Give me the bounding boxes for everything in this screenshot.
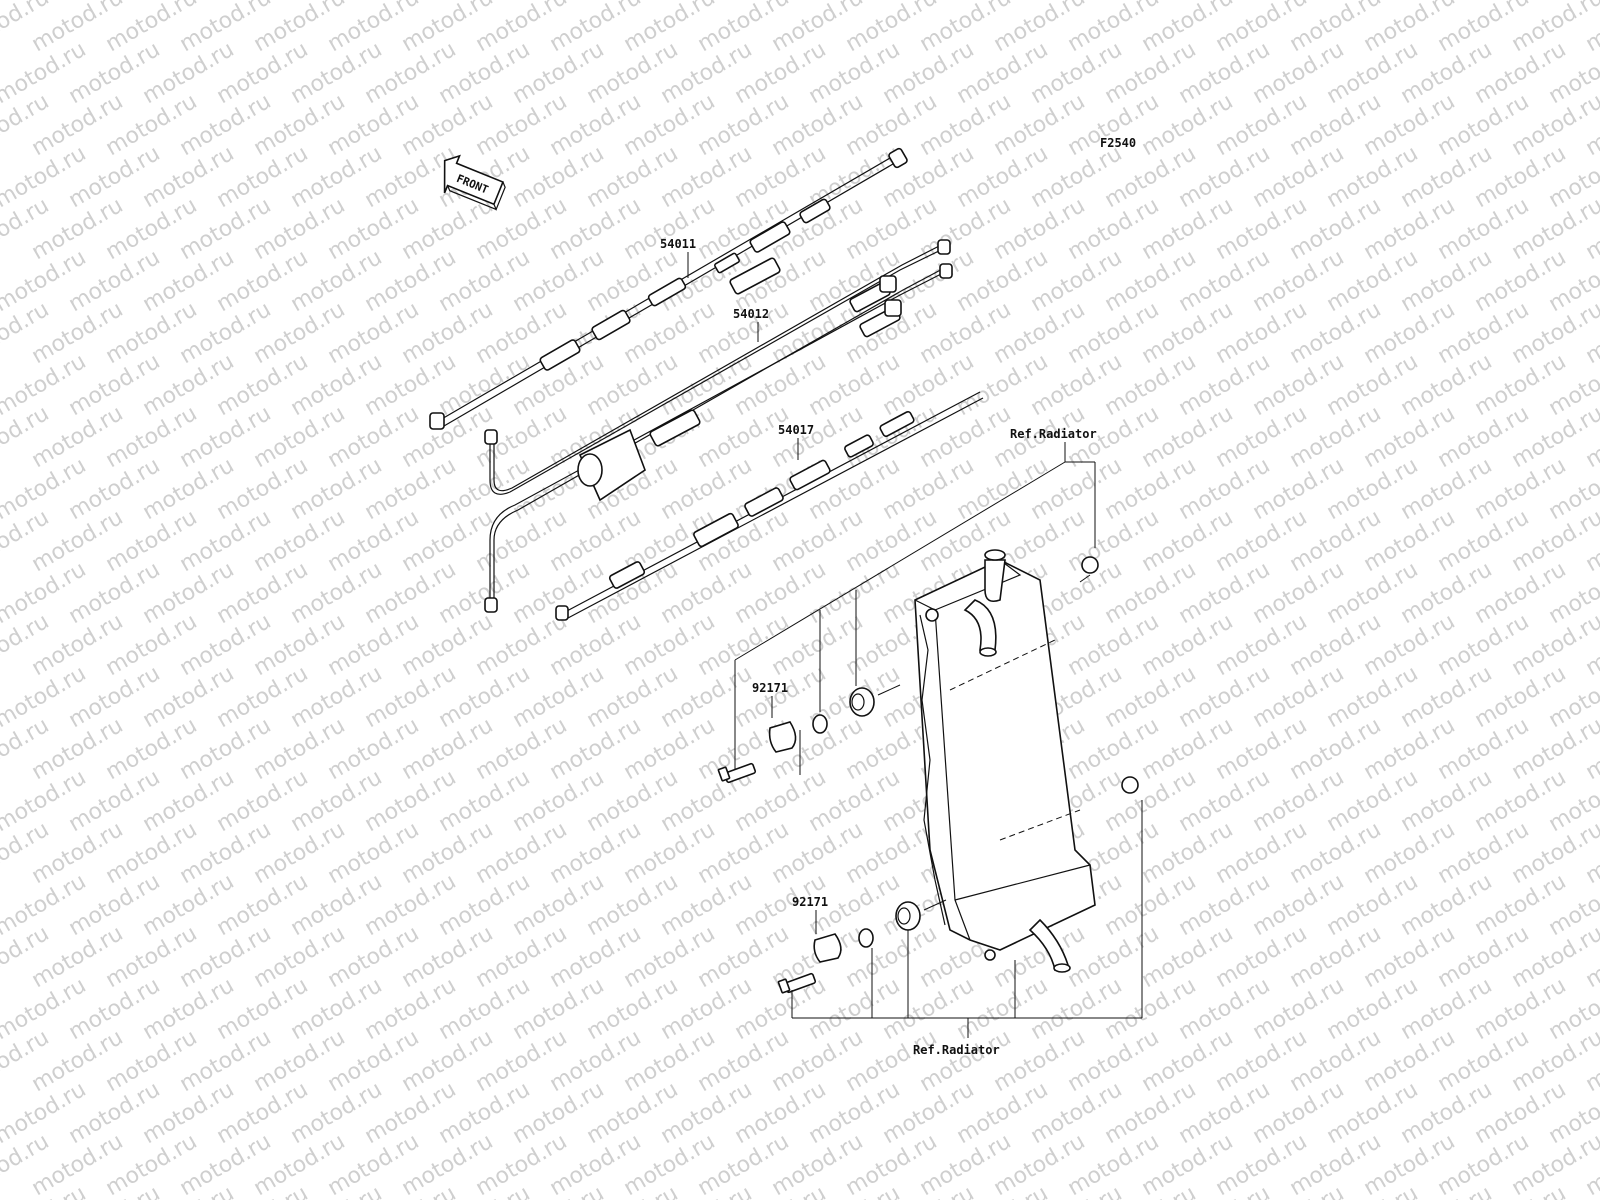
part-number-92171-upper: 92171 xyxy=(752,681,788,695)
ref-radiator-top: Ref.Radiator xyxy=(1010,427,1097,441)
front-arrow-icon: FRONT xyxy=(443,154,506,212)
clamp-group-lower xyxy=(777,899,947,994)
part-number-54011: 54011 xyxy=(660,237,696,251)
figure-code: F2540 xyxy=(1100,136,1136,150)
leader-lines xyxy=(687,252,1143,1038)
cable-54017 xyxy=(555,391,984,621)
cable-54012 xyxy=(484,239,953,613)
part-number-54017: 54017 xyxy=(778,423,814,437)
cable-54011 xyxy=(429,147,908,430)
clamp-group-upper xyxy=(717,684,901,784)
part-number-54012: 54012 xyxy=(733,307,769,321)
radiator xyxy=(914,549,1139,973)
part-number-92171-lower: 92171 xyxy=(792,895,828,909)
ref-radiator-bottom: Ref.Radiator xyxy=(913,1043,1000,1057)
